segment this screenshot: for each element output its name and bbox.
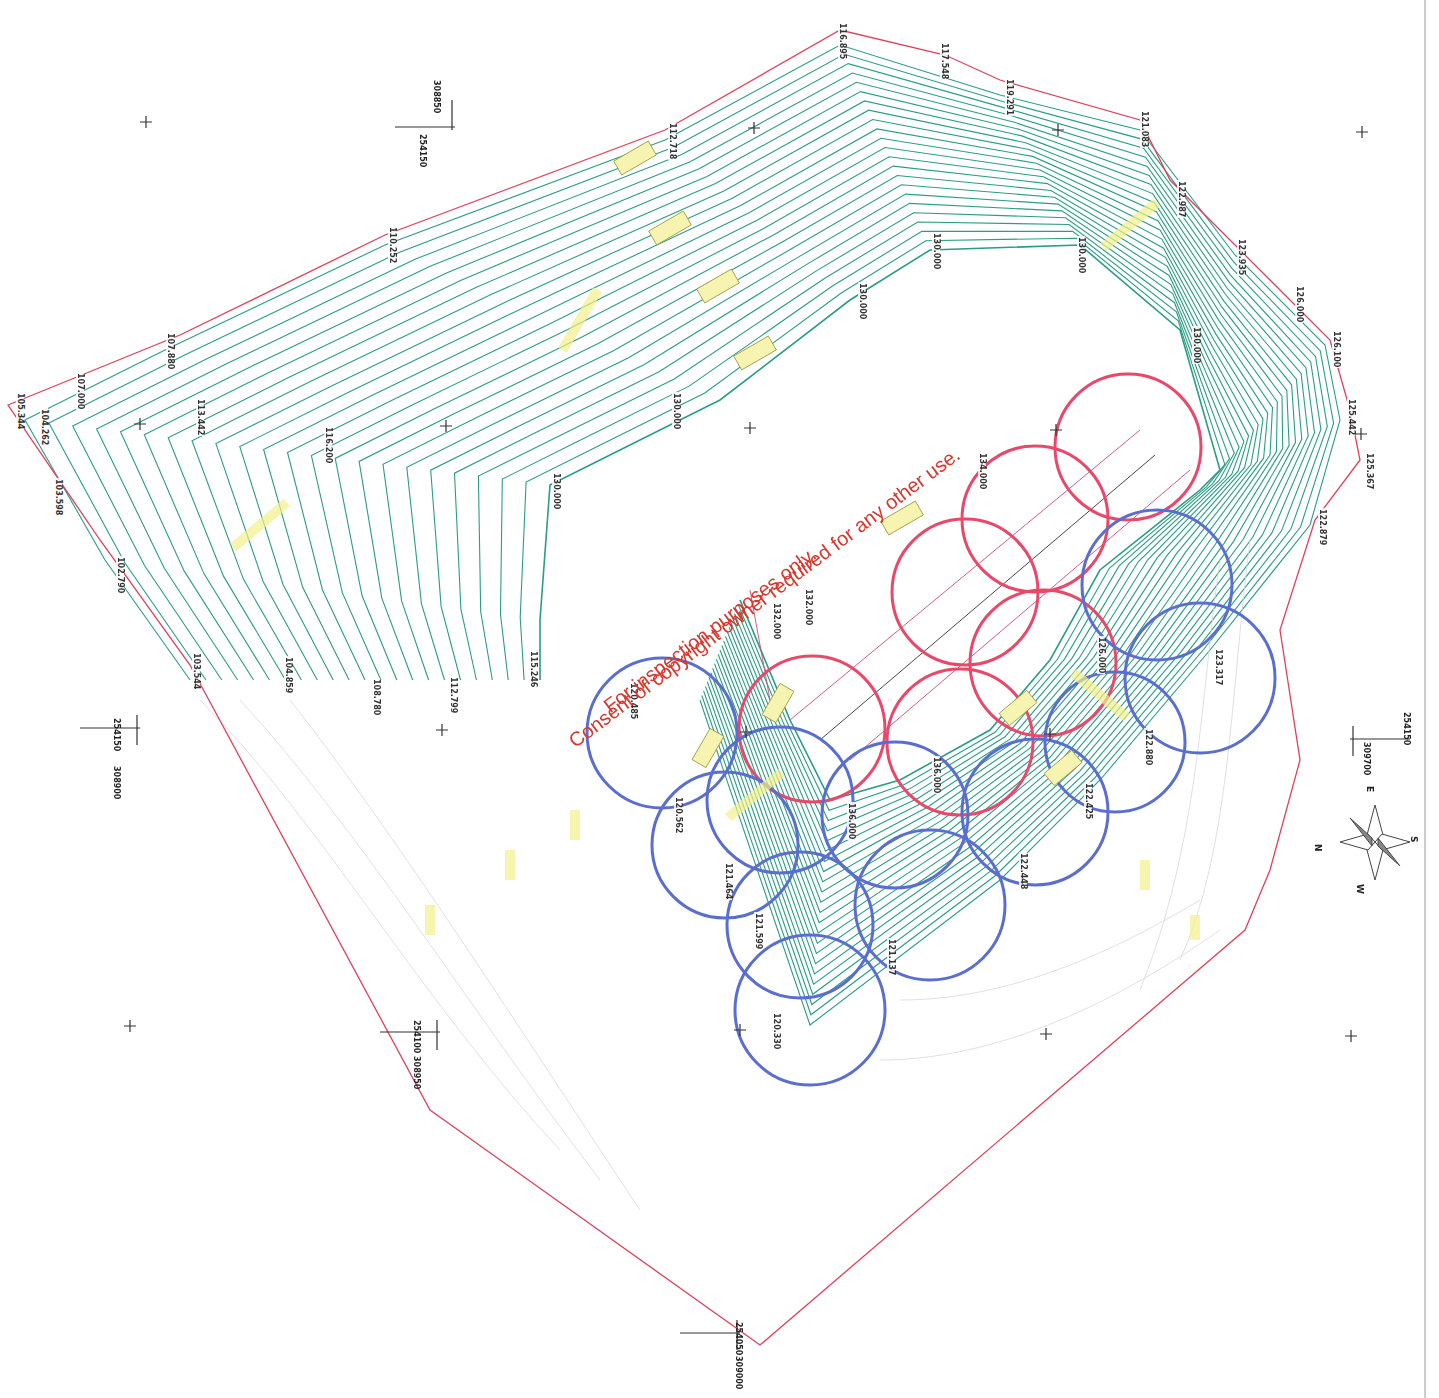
grid-coordinate: 309000 — [734, 1356, 742, 1389]
spot-height: 104.262 — [40, 408, 48, 446]
spot-height: 125.367 — [1365, 452, 1373, 490]
spot-height: 130.000 — [1077, 236, 1085, 274]
spot-height: 112.799 — [449, 676, 457, 714]
spot-height: 121.599 — [754, 912, 762, 950]
grid-coordinate: 254150 — [1402, 712, 1410, 745]
spot-height: 103.598 — [54, 478, 62, 516]
spot-height: 123.317 — [1214, 648, 1222, 686]
contour-line — [25, 45, 1340, 1025]
spot-height: 113.442 — [196, 398, 204, 436]
contour-line — [311, 157, 1267, 903]
spot-height: 122.879 — [1318, 508, 1326, 546]
spot-height: 104.859 — [284, 656, 292, 694]
contour-line — [501, 231, 1230, 820]
spot-height: 112.718 — [668, 122, 676, 160]
grid-coordinate: 254050 — [734, 1322, 742, 1355]
spot-height: 110.252 — [388, 226, 396, 264]
spot-height: 122.987 — [1177, 180, 1185, 218]
spot-height: 117.548 — [940, 42, 948, 80]
spot-height: 121.137 — [887, 938, 895, 976]
spot-height: 130.000 — [552, 472, 560, 510]
contour-lines — [25, 45, 1340, 1025]
spot-height: 116.895 — [838, 22, 846, 60]
spot-height: 126.000 — [1295, 285, 1303, 323]
spot-height: 122.880 — [1144, 728, 1152, 766]
grid-coordinate: 308950 — [412, 1056, 420, 1089]
contour-line — [455, 213, 1240, 841]
frame-line — [1425, 0, 1426, 1398]
spot-height: 136.000 — [932, 756, 940, 794]
contour-line — [216, 120, 1289, 944]
contour-line — [49, 54, 1334, 1015]
contour-line — [407, 194, 1249, 861]
compass-letter: W — [1355, 884, 1364, 894]
grid-coordinate: 309700 — [1362, 742, 1370, 775]
contour-tags — [614, 141, 1082, 786]
compass-letter: E — [1365, 786, 1374, 792]
spot-height: 119.291 — [1005, 78, 1013, 116]
spot-height: 108.780 — [372, 678, 380, 716]
contour-line — [383, 185, 1253, 872]
spot-height: 132.000 — [804, 588, 812, 626]
existing-ground-contours — [200, 540, 1250, 1210]
spot-height: 107.000 — [76, 372, 84, 410]
spot-height: 130.000 — [858, 282, 866, 320]
contour-line — [240, 129, 1283, 933]
spot-height: 121.464 — [724, 862, 732, 900]
grid-coordinate: 308900 — [112, 766, 120, 799]
spot-height: 130.000 — [672, 392, 680, 430]
spot-height: 126.100 — [1332, 330, 1340, 368]
spot-height: 122.425 — [1084, 782, 1092, 820]
grid-coordinate: 254150 — [112, 718, 120, 751]
spot-height: 134.000 — [978, 452, 986, 490]
fill-marks — [230, 199, 1200, 940]
spot-height: 103.544 — [192, 652, 200, 690]
spot-height: 130.000 — [932, 232, 940, 270]
red-circles — [739, 374, 1201, 815]
grid-coordinate: 308850 — [432, 80, 440, 113]
spot-height: 120.562 — [674, 796, 682, 834]
grid-coordinate: 254100 — [412, 1020, 420, 1053]
contour-line — [73, 64, 1328, 1005]
contour-line — [264, 138, 1278, 923]
spot-height: 123.935 — [1237, 238, 1245, 276]
pit-lines — [750, 430, 1190, 760]
grid-coordinate: 254150 — [418, 134, 426, 167]
spot-height: 132.000 — [772, 602, 780, 640]
grid-crosses — [80, 100, 1410, 1350]
contour-line — [168, 101, 1302, 964]
contour-line — [192, 110, 1296, 953]
spot-height: 120.330 — [772, 1012, 780, 1050]
spot-height: 105.344 — [16, 392, 24, 430]
compass-letter: N — [1313, 844, 1322, 852]
contour-line — [520, 238, 1225, 810]
spot-height: 107.880 — [166, 332, 174, 370]
contour-line — [121, 82, 1315, 984]
spot-height: 130.000 — [1192, 326, 1200, 364]
spot-height: 121.083 — [1140, 110, 1148, 148]
spot-height: 102.790 — [116, 556, 124, 594]
contour-line — [359, 176, 1258, 882]
contour-line — [478, 222, 1234, 831]
contour-line — [97, 73, 1321, 994]
spot-height: 125.442 — [1347, 398, 1355, 436]
compass-letter: S — [1409, 836, 1418, 842]
spot-height: 115.246 — [529, 650, 537, 688]
spot-height: 116.200 — [324, 426, 332, 464]
spot-height: 126.000 — [1097, 636, 1105, 674]
spot-height: 136.000 — [847, 802, 855, 840]
site-boundary — [8, 30, 1360, 1345]
contour-line — [335, 166, 1263, 892]
spot-height: 122.448 — [1019, 852, 1027, 890]
blue-circles — [587, 510, 1275, 1085]
north-arrow — [1340, 805, 1410, 880]
